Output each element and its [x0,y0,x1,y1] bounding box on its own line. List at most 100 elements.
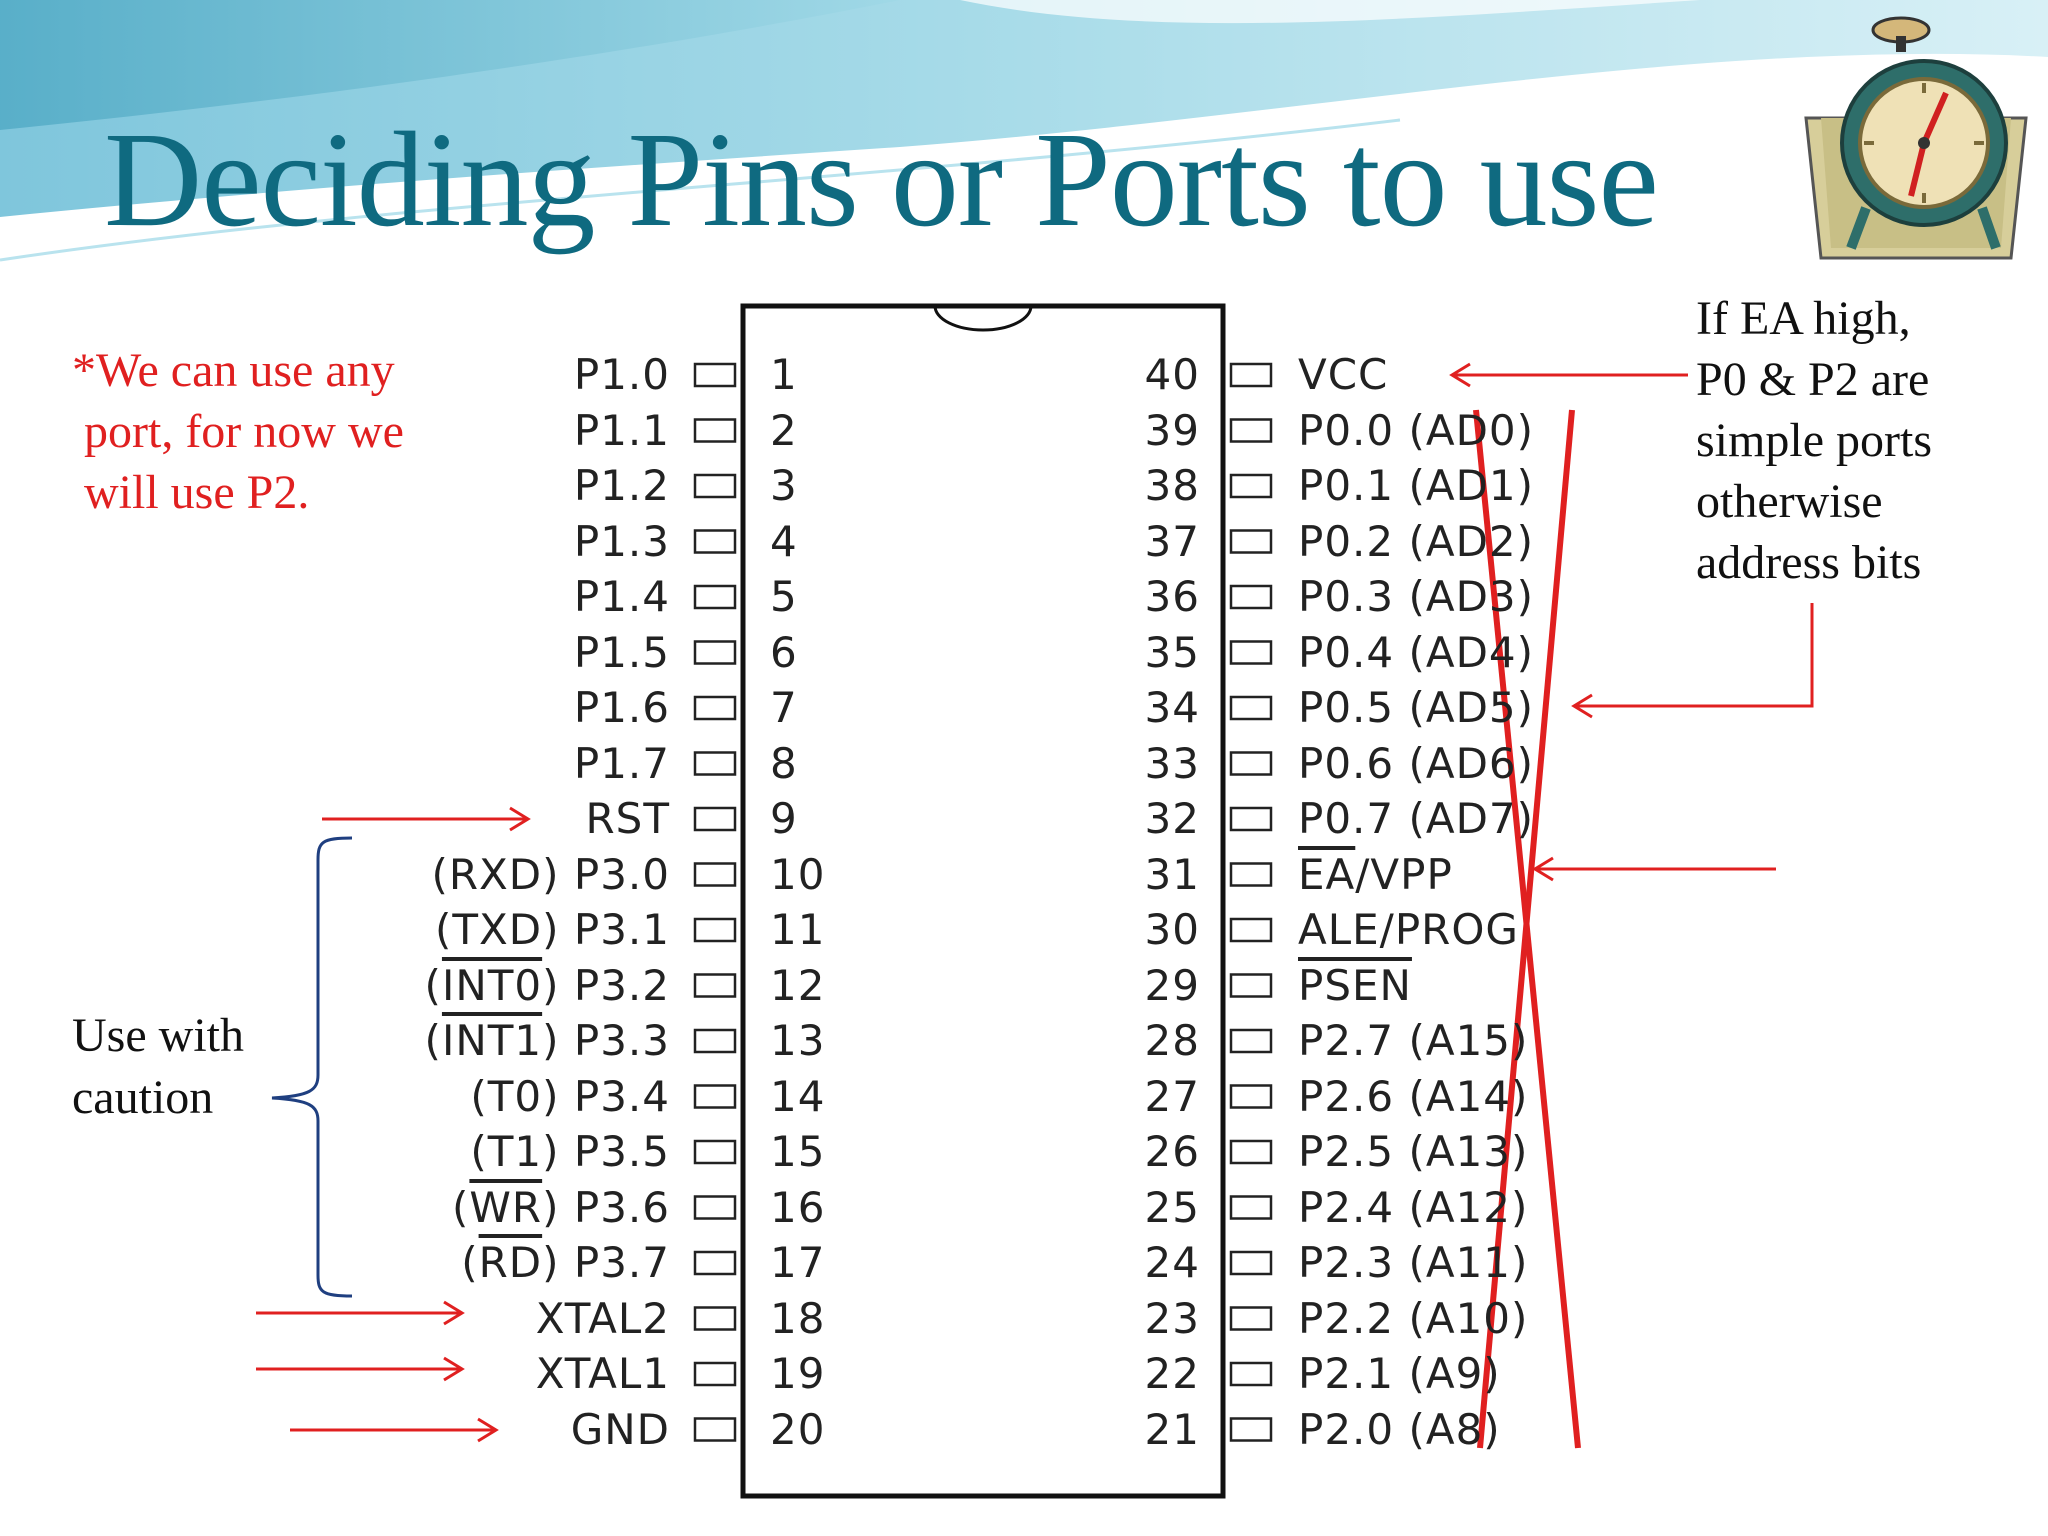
pin-pad-right [1229,584,1273,610]
pin-label-left: P1.3 [574,520,670,563]
pin-label-right: P0.5 (AD5) [1298,687,1534,729]
pin-label-right: P0.4 (AD4) [1298,631,1534,674]
pin-number-right: 30 [1144,905,1200,954]
pin-label-left: P1.7 [574,742,670,785]
pin-pad-right [1229,751,1273,776]
pin-number-right: 32 [1144,794,1200,843]
pin-name-overline: PSEN [1298,960,1412,1010]
pin-name: P1.0 [573,350,670,399]
chip-notch [933,305,1033,332]
pin-number-left: 6 [770,627,798,677]
pin-label-right: P0.3 (AD3) [1298,576,1534,618]
pin-pad-right [1229,1361,1273,1387]
pin-label-right: P2.3 (A11) [1298,1242,1528,1284]
pin-pad-left [693,1195,737,1220]
pin-name: XTAL1 [535,1349,670,1398]
pin-number-left: 9 [770,794,798,843]
pin-label-left: XTAL2 [536,1297,670,1340]
pin-number-right: 28 [1144,1016,1200,1065]
pin-alt-function: (TXD) [434,905,560,954]
pin-number-left: 20 [770,1404,826,1454]
pin-number-right: 21 [1144,1404,1200,1454]
pin-name: P0.1 (AD1) [1298,461,1535,510]
pin-pad-left [693,1306,737,1331]
pin-number-left: 18 [770,1293,826,1343]
pin-alt-function-overline: WR [469,1182,543,1232]
pin-number-left: 16 [770,1182,826,1232]
pin-number-right: 29 [1144,960,1200,1010]
pin-pad-left [693,529,737,554]
pin-label-right: P0.0 (AD0) [1298,409,1534,452]
pin-number-left: 12 [770,960,826,1010]
arrow-from-ea-note-head [1571,693,1593,719]
pin-number-right: 26 [1144,1127,1200,1176]
pin-label-right: P0.7 (AD7) [1298,798,1534,840]
ea-annotation-line: P0 & P2 are [1696,353,1930,406]
pin-number-left: 14 [770,1071,826,1121]
pin-name: P2.4 (A12) [1298,1182,1529,1232]
pin-number-right: 39 [1144,405,1200,455]
pin-pad-right [1229,1084,1273,1109]
pin-number-left: 11 [770,905,826,954]
pin-pad-right [1229,1250,1273,1276]
pin-pad-right [1229,1195,1273,1220]
arrow-to-ea-head [1532,856,1554,882]
pin-label-left: (TXD) P3.1 [435,909,670,951]
pin-pad-left [693,1028,737,1054]
pin-label-left: P1.1 [574,409,670,452]
pin-name: P2.0 (A8) [1298,1404,1501,1454]
pin-pad-left [693,1084,737,1109]
pin-alt-function: (RXD) [431,849,560,899]
pin-pad-right [1229,1417,1273,1442]
pin-number-left: 13 [770,1016,826,1065]
pin-label-left: (RD) P3.7 [461,1238,670,1287]
pin-number-right: 38 [1144,461,1200,510]
pin-label-left: P1.2 [574,465,670,507]
cross-out-line [1477,409,1575,1449]
pin-number-right: 23 [1144,1293,1200,1343]
pin-label-right: PSEN [1298,964,1412,1007]
pin-number-right: 33 [1144,738,1200,788]
pin-label-right: P0.6 (AD6) [1298,742,1534,785]
pin-name: RST [585,794,670,843]
pin-label-right: EA/VPP [1298,853,1453,896]
pin-label-right: P2.4 (A12) [1298,1186,1528,1229]
pin-name: P0.2 (AD2) [1298,516,1535,566]
pin-pad-right [1229,806,1273,832]
pin-name: P0.6 (AD6) [1298,738,1535,788]
pin-name-overline: EA [1298,849,1356,899]
pin-name: P3.5 [573,1127,670,1176]
pin-label-left: P1.0 [574,354,670,396]
red-annotation: *We can use any port, for now we will us… [72,340,404,523]
pin-number-left: 3 [770,461,798,510]
pin-label-right: VCC [1298,354,1388,396]
pin-name: P1.4 [573,572,670,621]
pin-alt-function: (T1) [470,1127,560,1176]
pin-number-right: 24 [1144,1238,1200,1287]
pin-pad-right [1229,640,1273,665]
pin-number-right: 31 [1144,849,1200,899]
pin-name: P2.5 (A13) [1298,1127,1529,1176]
pin-pad-right [1229,418,1273,443]
pin-label-left: (T1) P3.5 [470,1131,670,1173]
pin-number-left: 1 [770,350,798,399]
pin-label-left: P1.4 [574,576,670,618]
pin-number-left: 10 [770,849,826,899]
pin-name: XTAL2 [535,1293,670,1343]
pin-label-right: P2.2 (A10) [1298,1297,1528,1340]
pin-name: P0.0 (AD0) [1298,405,1535,455]
arrow-from-ea-note [1574,603,1814,708]
pin-label-right: P2.0 (A8) [1298,1408,1501,1451]
pin-name: P3.1 [573,905,670,954]
arrow-to-xtal2-head [443,1300,465,1326]
pin-number-left: 15 [770,1127,826,1176]
arrow-to-gnd-head [477,1417,499,1443]
caution-annotation-line: caution [72,1071,214,1124]
caution-bracket [271,836,353,1298]
pin-pad-left [693,1139,737,1165]
slide-title: Deciding Pins or Ports to use [104,105,1659,255]
pin-name: P0.3 (AD3) [1298,572,1535,621]
pin-number-left: 17 [770,1238,826,1287]
pin-pad-left [693,1250,737,1276]
pin-pad-left [693,751,737,776]
